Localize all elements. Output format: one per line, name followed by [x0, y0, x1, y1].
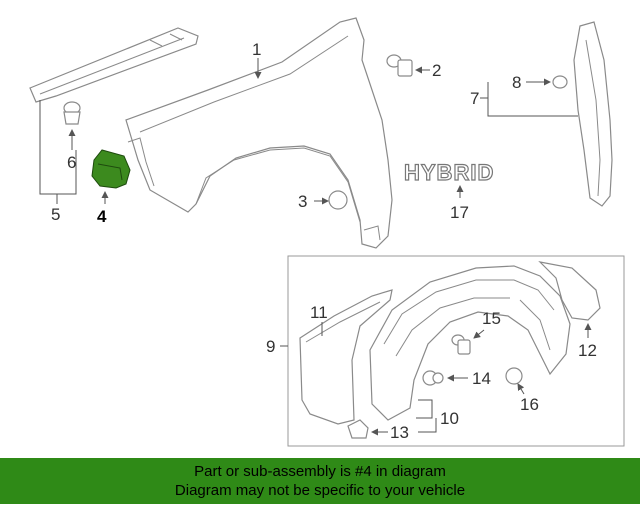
callout-11: 11 — [310, 303, 328, 322]
fastener-16 — [505, 367, 523, 385]
callout-5: 5 — [51, 205, 60, 224]
mudflap-11 — [299, 289, 393, 425]
callout-13: 13 — [390, 423, 409, 442]
seal-7 — [552, 21, 613, 207]
callout-15: 15 — [482, 309, 501, 328]
parts-diagram: HYBRID — [29, 17, 625, 447]
hybrid-emblem: HYBRID — [403, 159, 494, 185]
info-banner: Part or sub-assembly is #4 in diagram Di… — [0, 458, 640, 504]
svg-text:HYBRID: HYBRID — [404, 160, 494, 185]
callout-17: 17 — [450, 203, 469, 222]
fender — [125, 17, 393, 249]
callout-12: 12 — [578, 341, 597, 360]
banner-line-part: Part or sub-assembly is #4 in diagram — [194, 463, 446, 480]
callout-10: 10 — [440, 409, 459, 428]
fender-liner-10 — [369, 265, 571, 421]
clip-6 — [63, 101, 81, 125]
apron-rail — [29, 27, 199, 103]
callout-6: 6 — [67, 153, 76, 172]
bracket-4-highlighted — [91, 149, 131, 189]
callout-9: 9 — [266, 337, 275, 356]
callout-4: 4 — [97, 207, 107, 226]
leader-lines — [39, 58, 592, 436]
banner-line-disclaimer: Diagram may not be specific to your vehi… — [174, 482, 466, 499]
callout-2: 2 — [432, 61, 441, 80]
callout-3: 3 — [298, 192, 307, 211]
callout-1: 1 — [252, 40, 261, 59]
callout-14: 14 — [472, 369, 491, 388]
clip-13 — [347, 419, 369, 439]
plug-3 — [328, 190, 348, 210]
fastener-15 — [451, 334, 471, 355]
callout-16: 16 — [520, 395, 539, 414]
trim-12 — [538, 261, 601, 321]
callout-7: 7 — [470, 89, 479, 108]
callout-8: 8 — [512, 73, 521, 92]
fastener-14 — [422, 370, 444, 386]
bolt-2 — [386, 54, 413, 77]
